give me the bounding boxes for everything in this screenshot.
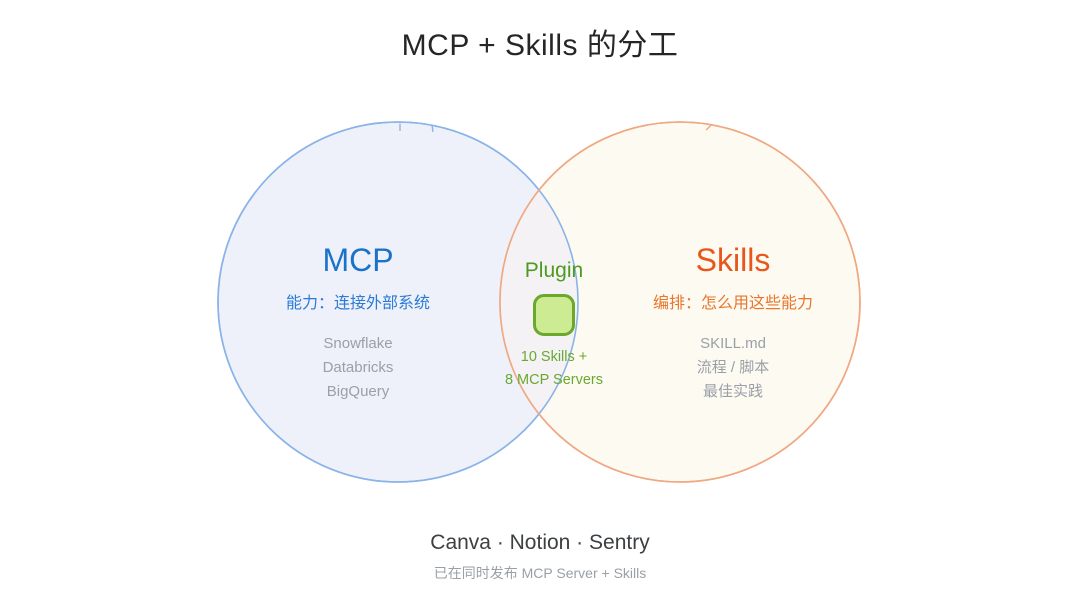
list-item: BigQuery (326, 383, 390, 400)
list-item: 最佳实践 (702, 383, 763, 400)
venn-left-heading: MCP (322, 242, 394, 278)
venn-right-heading: Skills (695, 242, 771, 278)
venn-intersection-heading: Plugin (524, 259, 584, 282)
list-item: Snowflake (323, 335, 393, 352)
venn-intersection-label-group: Plugin 10 Skills + 8 MCP Servers (479, 258, 629, 392)
list-item: 10 Skills + (520, 349, 588, 365)
page-title: MCP + Skills 的分工 (401, 29, 679, 62)
venn-left-item-list: Snowflake Databricks BigQuery (238, 332, 478, 404)
list-item: SKILL.md (700, 335, 766, 352)
venn-intersection-lines: 10 Skills + 8 MCP Servers (479, 346, 629, 392)
arc-tick-mark (705, 123, 713, 131)
venn-right-item-list: SKILL.md 流程 / 脚本 最佳实践 (608, 332, 858, 404)
footer: Canva · Notion · Sentry 已在同时发布 MCP Serve… (0, 528, 1080, 584)
plugin-icon-wrapper (479, 292, 629, 338)
list-item: 8 MCP Servers (504, 372, 604, 388)
list-item: 流程 / 脚本 (696, 359, 770, 376)
venn-right-label-group: Skills 编排：怎么用这些能力 SKILL.md 流程 / 脚本 最佳实践 (608, 240, 858, 404)
venn-circle-left-outline (217, 121, 579, 483)
plugin-square-icon (533, 294, 575, 336)
footer-note: 已在同时发布 MCP Server + Skills (433, 565, 647, 581)
footer-brand-list: Canva · Notion · Sentry (430, 531, 650, 554)
arc-tick-mark (431, 124, 434, 133)
venn-left-subtitle: 能力：连接外部系统 (285, 295, 430, 312)
venn-left-label-group: MCP 能力：连接外部系统 Snowflake Databricks BigQu… (238, 240, 478, 404)
venn-circle-right-outline (499, 121, 861, 483)
venn-right-subtitle: 编排：怎么用这些能力 (652, 295, 813, 312)
list-item: Databricks (322, 359, 394, 376)
